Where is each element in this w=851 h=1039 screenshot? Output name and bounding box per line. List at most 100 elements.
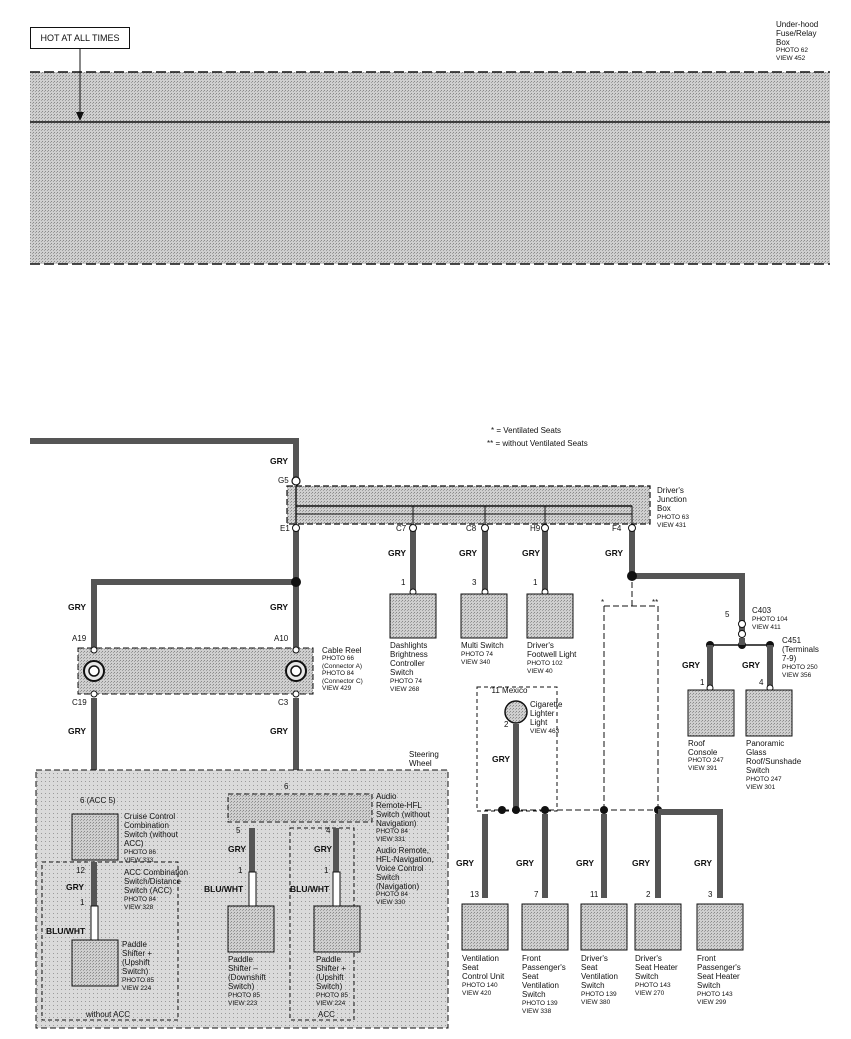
- footwell-ref: PHOTO 102 VIEW 40: [527, 660, 563, 675]
- pin-c3: C3: [278, 698, 289, 707]
- junction-box-ref: PHOTO 63 VIEW 431: [657, 514, 690, 529]
- roof-console-label: Roof Console: [688, 739, 718, 757]
- cigarette-label: Cigarette Lighter Light: [530, 700, 563, 727]
- vent-ctrl-ref: PHOTO 140 VIEW 420: [462, 982, 498, 997]
- pin-label: 7: [534, 890, 539, 899]
- acc-switch-ref: PHOTO 84 VIEW 328: [124, 896, 157, 911]
- wire-label: GRY: [270, 726, 289, 736]
- audio-remote-nav-ref: PHOTO 84 VIEW 330: [376, 891, 409, 906]
- wire-label: GRY: [522, 548, 541, 558]
- dashlights-ref: PHOTO 74 VIEW 268: [390, 678, 423, 693]
- pin-label: 1: [700, 678, 705, 687]
- wire-label: GRY: [68, 602, 87, 612]
- wire-label: GRY: [632, 858, 651, 868]
- pin-a10: A10: [274, 634, 289, 643]
- wire-label: GRY: [576, 858, 595, 868]
- driver-heater-label: Driver's Seat Heater Switch: [635, 954, 678, 981]
- pin-c19: C19: [72, 698, 87, 707]
- double-star-marker: **: [652, 598, 659, 607]
- wire-label: GRY: [459, 548, 478, 558]
- paddle-up-left-label: Paddle Shifter + (Upshift Switch): [122, 940, 153, 976]
- c403-label: C403: [752, 606, 772, 615]
- vent-ctrl-label: Ventilation Seat Control Unit: [462, 954, 505, 981]
- driver-heater-ref: PHOTO 143 VIEW 270: [635, 982, 671, 997]
- mexico-branch: [476, 582, 662, 814]
- wire-label: GRY: [270, 456, 289, 466]
- wire-label: GRY: [68, 726, 87, 736]
- pin-label: 3: [472, 578, 477, 587]
- pin-label: 2: [646, 890, 651, 899]
- front-pass-heater-ref: PHOTO 143 VIEW 299: [697, 991, 733, 1006]
- c403-c451: [687, 620, 793, 737]
- output-wires: [91, 530, 745, 648]
- paddle-up-right-ref: PHOTO 85 VIEW 224: [316, 992, 349, 1007]
- pin-label: 1: [401, 578, 406, 587]
- pin-f4: F4: [612, 524, 622, 533]
- paddle-up-right-label: Paddle Shifter + (Upshift Switch): [316, 955, 347, 991]
- c403-ref: PHOTO 104 VIEW 411: [752, 616, 788, 631]
- wire-label: BLU/WHT: [46, 926, 86, 936]
- front-pass-vent-ref: PHOTO 139 VIEW 338: [522, 1000, 558, 1015]
- steering-wheel-label: Steering Wheel: [409, 750, 439, 768]
- pin-label: 4: [759, 678, 764, 687]
- cable-reel-label: Cable Reel: [322, 646, 362, 655]
- pin-label: 6: [284, 782, 289, 791]
- wire-label: GRY: [66, 882, 85, 892]
- pin-c8: C8: [466, 524, 477, 533]
- front-pass-heater-label: Front Passenger's Seat Heater Switch: [697, 954, 741, 990]
- wire-label: BLU/WHT: [204, 884, 244, 894]
- pin-e1: E1: [280, 524, 290, 533]
- wire-label: GRY: [516, 858, 535, 868]
- fuse-box: [30, 47, 830, 265]
- splice-point: [627, 571, 637, 581]
- driver-vent-label: Driver's Seat Ventilation Switch: [581, 954, 618, 990]
- pin-label: 3: [708, 890, 713, 899]
- audio-remote-ref: PHOTO 84 VIEW 331: [376, 828, 409, 843]
- pin-c7: C7: [396, 524, 407, 533]
- wire-label: GRY: [492, 754, 511, 764]
- star-marker: *: [601, 598, 605, 607]
- driver-vent-ref: PHOTO 139 VIEW 380: [581, 991, 617, 1006]
- pin-h9: H9: [530, 524, 541, 533]
- pin-label: 1: [80, 898, 85, 907]
- audio-remote-label: Audio Remote-HFL Switch (without Navigat…: [376, 792, 430, 828]
- legend-without-ventilated: ** = without Ventilated Seats: [487, 439, 588, 448]
- panoramic-label: Panoramic Glass Roof/Sunshade Switch: [746, 739, 802, 775]
- pin-label: 1: [238, 866, 243, 875]
- pin-g5: G5: [278, 476, 289, 485]
- wire-label: GRY: [682, 660, 701, 670]
- audio-remote-nav-label: Audio Remote, HFL-Navigation, Voice Cont…: [376, 846, 434, 891]
- pin-label: 5: [725, 610, 730, 619]
- pin-a19: A19: [72, 634, 87, 643]
- roof-console-ref: PHOTO 247 VIEW 391: [688, 757, 724, 772]
- steering-wheel: [35, 769, 449, 1029]
- junction-box-label: Driver's Junction Box: [657, 486, 687, 513]
- multi-switch-ref: PHOTO 74 VIEW 340: [461, 651, 494, 666]
- connector-g5: [291, 476, 301, 486]
- seat-wires: [482, 809, 723, 898]
- splice-point: [291, 577, 301, 587]
- wire-label: GRY: [228, 844, 247, 854]
- cruise-ref: PHOTO 86 VIEW 333: [124, 849, 157, 864]
- front-pass-vent-label: Front Passenger's Seat Ventilation Switc…: [522, 954, 566, 999]
- hot-label: HOT AT ALL TIMES: [30, 27, 130, 49]
- output-connectors: [291, 524, 637, 596]
- multi-switch-label: Multi Switch: [461, 641, 504, 650]
- cigarette-ref: VIEW 463: [530, 728, 560, 735]
- acc-switch-label: ACC Combination Switch/Distance Switch (…: [124, 868, 189, 895]
- mexico-label: '11 Mexico: [490, 686, 528, 695]
- fuse-box-ref: PHOTO 62 VIEW 452: [776, 47, 809, 62]
- wire-label: GRY: [314, 844, 333, 854]
- wire-label: GRY: [605, 548, 624, 558]
- wire-label: GRY: [388, 548, 407, 558]
- pin-label: 13: [470, 890, 479, 899]
- wire-label: BLU/WHT: [290, 884, 330, 894]
- wire-label: GRY: [270, 602, 289, 612]
- c451-ref: PHOTO 250 VIEW 356: [782, 664, 818, 679]
- fuse-box-label: Under-hood Fuse/Relay Box: [776, 20, 819, 47]
- wire-label: GRY: [456, 858, 475, 868]
- junction-box: [286, 485, 651, 525]
- wire-label: GRY: [694, 858, 713, 868]
- cruise-label: Cruise Control Combination Switch (witho…: [124, 812, 178, 848]
